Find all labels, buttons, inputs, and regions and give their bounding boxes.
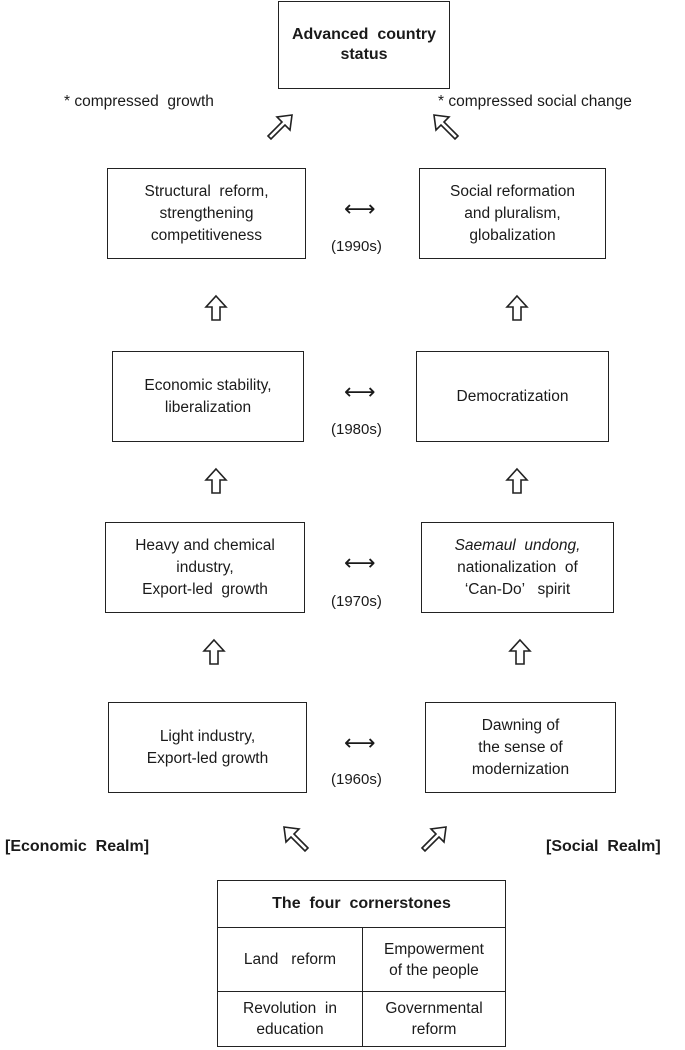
cornerstone-education: Revolution in education	[218, 992, 362, 1046]
social-1960s-line-3: modernization	[471, 760, 570, 778]
decade-1960s: (1960s)	[331, 771, 382, 788]
up-arrow-icon	[202, 638, 226, 665]
diagonal-arrow-up-left-icon	[433, 114, 460, 141]
social-1990s-line-1: Social reformation	[450, 182, 575, 200]
advanced-country-status-box: Advanced country status	[278, 1, 450, 89]
up-arrow-icon	[505, 294, 529, 321]
table-divider-vertical	[362, 928, 364, 1046]
diagonal-arrow-up-right-icon	[266, 114, 293, 141]
economic-box-1970s: Heavy and chemical industry, Export-led …	[105, 522, 305, 613]
cornerstone-cell-3-line-2: education	[256, 1021, 324, 1038]
economic-1980s-line-1: Economic stability,	[144, 376, 272, 394]
compressed-social-change-label: * compressed social change	[438, 93, 632, 110]
economic-1960s-line-2: Export-led growth	[146, 749, 269, 767]
economic-1990s-line-1: Structural reform,	[144, 182, 269, 200]
cornerstones-title: The four cornerstones	[218, 881, 505, 928]
economic-box-1980s: Economic stability, liberalization	[112, 351, 304, 442]
social-box-1990s: Social reformation and pluralism, global…	[419, 168, 606, 259]
social-1980s-line-1: Democratization	[456, 387, 569, 405]
link-arrow-1980s-icon: ⟷	[344, 379, 376, 404]
economic-1990s-line-3: competitiveness	[150, 226, 263, 244]
four-cornerstones-table: The four cornerstones Land reform Empowe…	[217, 880, 506, 1047]
compressed-growth-label: * compressed growth	[64, 93, 214, 110]
economic-box-1990s: Structural reform, strengthening competi…	[107, 168, 306, 259]
top-box-line-1: Advanced country	[291, 26, 437, 43]
social-1990s-line-3: globalization	[469, 226, 556, 244]
cornerstone-cell-2-line-2: of the people	[389, 961, 479, 979]
cornerstone-cell-4-line-1: Governmental	[385, 1000, 483, 1017]
cornerstone-land-reform: Land reform	[218, 928, 362, 991]
decade-1980s: (1980s)	[331, 421, 382, 438]
social-1960s-line-1: Dawning of	[481, 716, 560, 734]
link-arrow-1990s-icon: ⟷	[344, 196, 376, 221]
top-box-line-2: status	[340, 46, 388, 63]
decade-1990s: (1990s)	[331, 238, 382, 255]
link-arrow-1970s-icon: ⟷	[344, 550, 376, 575]
economic-1970s-line-1: Heavy and chemical	[135, 536, 275, 554]
cornerstone-empowerment: Empowerment of the people	[363, 928, 505, 991]
link-arrow-1960s-icon: ⟷	[344, 730, 376, 755]
up-arrow-icon	[505, 467, 529, 494]
up-arrow-icon	[204, 467, 228, 494]
economic-box-1960s: Light industry, Export-led growth	[108, 702, 307, 793]
cornerstone-cell-3-line-1: Revolution in	[243, 1000, 337, 1017]
diagonal-arrow-up-right-icon	[420, 826, 447, 853]
social-box-1980s: Democratization	[416, 351, 609, 442]
diagonal-arrow-up-left-icon	[283, 826, 310, 853]
cornerstone-cell-2-line-1: Empowerment	[384, 940, 484, 958]
social-box-1970s: Saemaul undong, nationalization of ‘Can-…	[421, 522, 614, 613]
cornerstone-governmental-reform: Governmental reform	[363, 992, 505, 1046]
cornerstone-cell-1-line-1: Land reform	[243, 951, 337, 968]
economic-1970s-line-2: industry,	[176, 558, 234, 576]
economic-1990s-line-2: strengthening	[159, 204, 254, 222]
economic-1980s-line-2: liberalization	[164, 398, 252, 416]
social-1970s-line-3: ‘Can-Do’ spirit	[464, 580, 571, 598]
up-arrow-icon	[508, 638, 532, 665]
social-1970s-line-2: nationalization of	[457, 558, 578, 576]
social-box-1960s: Dawning of the sense of modernization	[425, 702, 616, 793]
decade-1970s: (1970s)	[331, 593, 382, 610]
table-divider-horizontal	[218, 991, 505, 993]
social-1970s-italic-line: Saemaul undong,	[454, 536, 581, 554]
economic-realm-label: [Economic Realm]	[5, 838, 150, 855]
economic-1970s-line-3: Export-led growth	[142, 580, 268, 598]
cornerstone-cell-4-line-2: reform	[411, 1021, 457, 1038]
up-arrow-icon	[204, 294, 228, 321]
economic-1960s-line-1: Light industry,	[159, 727, 256, 745]
social-1990s-line-2: and pluralism,	[464, 204, 561, 222]
social-realm-label: [Social Realm]	[546, 838, 661, 855]
social-1960s-line-2: the sense of	[478, 738, 563, 756]
